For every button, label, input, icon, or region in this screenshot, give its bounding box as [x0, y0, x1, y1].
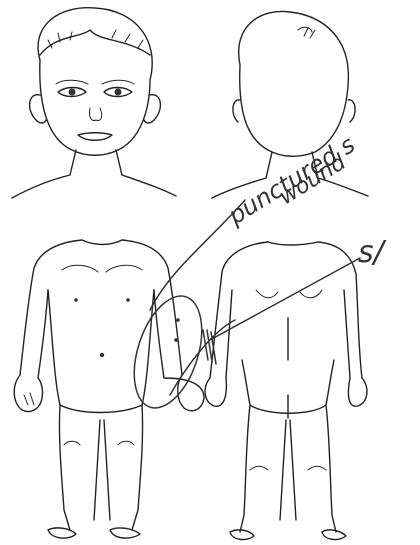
child-head-front-icon [12, 8, 176, 198]
wound-annotation-marks [122, 200, 360, 416]
child-body-back-icon [205, 242, 367, 539]
child-body-front-icon [14, 240, 204, 538]
handwritten-mark: s/ [358, 235, 387, 270]
